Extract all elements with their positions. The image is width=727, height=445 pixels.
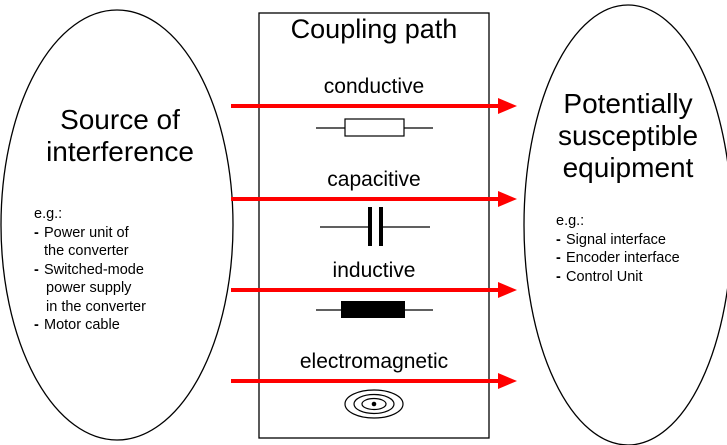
source-title-line2: interference xyxy=(46,136,194,167)
arrow-electromagnetic xyxy=(231,373,517,389)
radiation-icon xyxy=(344,389,404,419)
list-item: - Signal interface xyxy=(556,231,680,250)
capacitor-icon xyxy=(320,207,430,246)
source-examples: e.g.: - Power unit of the converter - Sw… xyxy=(34,205,146,335)
target-item-3: Control Unit xyxy=(566,268,643,285)
path-label-electromagnetic: electromagnetic xyxy=(299,350,449,373)
source-ellipse xyxy=(0,9,234,441)
resistor-icon xyxy=(316,118,433,137)
arrow-conductive xyxy=(231,98,517,114)
target-title-line2: susceptible xyxy=(557,120,699,151)
path-label-capacitive: capacitive xyxy=(327,168,421,191)
list-item: - Motor cable xyxy=(34,316,146,335)
target-examples: e.g.: - Signal interface - Encoder inter… xyxy=(556,212,680,286)
coupling-box xyxy=(258,12,490,439)
path-label-inductive: inductive xyxy=(332,259,416,282)
source-examples-list: - Power unit of the converter - Switched… xyxy=(34,224,146,335)
source-item-2-line2: power supply xyxy=(46,280,132,296)
target-item-1: Signal interface xyxy=(566,231,666,248)
target-title: Potentially susceptible equipment xyxy=(530,88,726,184)
target-eg-label: e.g.: xyxy=(556,213,585,229)
source-title: Source of interference xyxy=(20,104,220,168)
target-examples-list: - Signal interface - Encoder interface -… xyxy=(556,231,680,287)
source-eg-label: e.g.: xyxy=(34,206,63,222)
arrow-capacitive xyxy=(231,191,517,207)
inductor-icon xyxy=(316,301,433,318)
list-item: - Control Unit xyxy=(556,268,680,287)
source-title-line1: Source of xyxy=(60,104,180,135)
source-item-2-line1: Switched-mode xyxy=(44,261,144,278)
list-item: - Switched-mode power supply in the conv… xyxy=(34,261,146,315)
arrow-inductive xyxy=(231,282,517,298)
source-item-1-line2: the converter xyxy=(44,243,129,259)
coupling-path-title: Coupling path xyxy=(290,14,458,44)
target-title-line3: equipment xyxy=(562,152,694,183)
target-item-2: Encoder interface xyxy=(566,250,680,266)
path-label-conductive: conductive xyxy=(323,75,425,98)
list-item: - Power unit of the converter xyxy=(34,224,146,261)
source-item-3-line1: Motor cable xyxy=(44,317,120,333)
source-item-2-line3: in the converter xyxy=(46,298,146,315)
source-item-1-line1: Power unit of xyxy=(44,224,129,241)
list-item: - Encoder interface xyxy=(556,250,680,266)
target-ellipse xyxy=(523,4,727,445)
target-title-line1: Potentially xyxy=(563,88,693,119)
